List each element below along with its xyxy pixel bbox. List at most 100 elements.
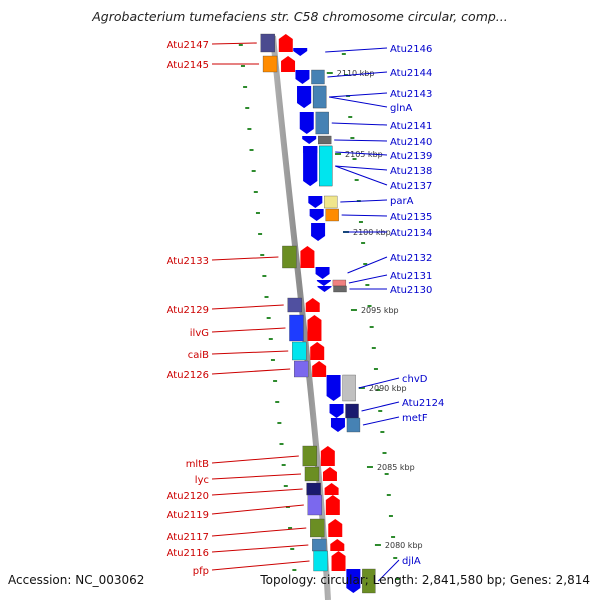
gene-label-leader bbox=[361, 401, 400, 412]
gene-arrow-left-strand bbox=[307, 315, 322, 341]
cog-category-box bbox=[313, 550, 328, 572]
gene-label-left: Atu2147 bbox=[167, 40, 209, 51]
tick-mark-left bbox=[292, 569, 297, 571]
gene-arrow-left-strand bbox=[328, 519, 343, 537]
gene-label-leader bbox=[348, 274, 388, 284]
gene-label-leader bbox=[358, 377, 400, 389]
gene-label-left: Atu2126 bbox=[167, 370, 209, 381]
tick-mark-right bbox=[348, 116, 353, 118]
gene-label-leader bbox=[211, 256, 279, 261]
tick-mark-left bbox=[279, 443, 284, 445]
kbp-tick bbox=[358, 387, 365, 389]
gene-arrow-left-strand bbox=[320, 446, 335, 466]
tick-mark-right bbox=[361, 242, 366, 244]
cog-category-box bbox=[319, 145, 333, 187]
tick-mark-right bbox=[373, 368, 378, 370]
gene-label-left: pfp bbox=[193, 566, 209, 577]
gene-label-right: Atu2130 bbox=[390, 285, 432, 296]
gene-label-leader bbox=[362, 416, 400, 426]
cog-category-box bbox=[306, 482, 321, 496]
gene-label-left: caiB bbox=[188, 350, 209, 361]
gene-arrow-right-strand bbox=[317, 286, 332, 292]
left-gene-labels: Atu2147Atu2145Atu2133Atu2129ilvGcaiBAtu2… bbox=[167, 40, 310, 577]
gene-label-leader bbox=[331, 122, 388, 126]
tick-mark-left bbox=[262, 275, 267, 277]
gene-label-right: djlA bbox=[402, 556, 421, 567]
gene-arrow-right-strand bbox=[315, 267, 330, 279]
cog-category-box bbox=[312, 85, 327, 109]
gene-arrow-left-strand bbox=[331, 551, 346, 571]
gene-arrow-left-strand bbox=[324, 483, 339, 495]
kbp-label: 2095 kbp bbox=[361, 306, 399, 315]
gene-label-left: Atu2133 bbox=[167, 256, 209, 267]
tick-mark-left bbox=[266, 317, 271, 319]
tick-mark-left bbox=[268, 338, 273, 340]
tick-mark-right bbox=[393, 557, 398, 559]
gene-arrow-left-strand bbox=[325, 495, 340, 515]
gene-arrow-right-strand bbox=[302, 136, 317, 144]
gene-label-leader bbox=[378, 559, 400, 582]
gene-label-right: metF bbox=[402, 413, 428, 424]
kbp-label: 2110 kbp bbox=[337, 69, 375, 78]
gene-label-right: Atu2140 bbox=[390, 137, 432, 148]
tick-mark-left bbox=[249, 149, 254, 151]
tick-mark-left bbox=[251, 170, 256, 172]
tick-mark-right bbox=[358, 221, 363, 223]
gene-label-leader bbox=[340, 199, 388, 203]
tick-mark-left bbox=[277, 422, 282, 424]
cog-category-box bbox=[346, 417, 361, 433]
cog-category-box bbox=[318, 135, 332, 145]
tick-mark-left bbox=[243, 86, 248, 88]
gene-label-left: Atu2116 bbox=[167, 548, 209, 559]
tick-mark-left bbox=[290, 548, 295, 550]
gene-arrow-right-strand bbox=[297, 86, 312, 108]
gene-label-leader bbox=[211, 455, 299, 464]
gene-label-leader bbox=[341, 214, 388, 217]
kbp-tick bbox=[350, 309, 357, 311]
tick-mark-right bbox=[386, 494, 391, 496]
gene-arrow-left-strand bbox=[305, 298, 320, 312]
cog-category-box bbox=[307, 494, 322, 516]
cog-category-box bbox=[362, 568, 376, 594]
cog-category-box bbox=[332, 279, 347, 287]
tick-mark-left bbox=[240, 65, 245, 67]
cog-category-box bbox=[287, 297, 302, 313]
tick-mark-right bbox=[391, 536, 396, 538]
gene-features bbox=[260, 33, 376, 594]
kbp-label: 2085 kbp bbox=[377, 463, 415, 472]
cog-category-box bbox=[311, 69, 325, 85]
kbp-label: 2090 kbp bbox=[369, 384, 407, 393]
gene-label-leader bbox=[347, 256, 388, 274]
tick-mark-left bbox=[238, 44, 243, 46]
gene-label-leader bbox=[211, 327, 286, 333]
kbp-tick bbox=[335, 153, 342, 155]
gene-arrow-left-strand bbox=[281, 56, 296, 72]
kbp-tick bbox=[374, 544, 381, 546]
gene-arrow-right-strand bbox=[299, 112, 314, 134]
tick-mark-left bbox=[253, 191, 258, 193]
accession-label: Accession: NC_003062 bbox=[8, 573, 145, 587]
tick-mark-right bbox=[363, 263, 368, 265]
gene-arrow-left-strand bbox=[300, 246, 315, 268]
gene-label-left: Atu2120 bbox=[167, 491, 209, 502]
cog-category-box bbox=[302, 445, 317, 467]
gene-label-left: Atu2129 bbox=[167, 305, 209, 316]
tick-mark-left bbox=[288, 527, 293, 529]
gene-label-right: parA bbox=[390, 196, 414, 207]
kbp-label: 2105 kbp bbox=[345, 150, 383, 159]
gene-label-leader bbox=[335, 151, 388, 156]
tick-mark-left bbox=[258, 233, 263, 235]
gene-arrow-left-strand bbox=[310, 342, 325, 360]
tick-mark-right bbox=[388, 515, 393, 517]
tick-mark-right bbox=[365, 284, 370, 286]
tick-mark-right bbox=[341, 53, 346, 55]
cog-category-box bbox=[260, 33, 275, 53]
gene-label-right: chvD bbox=[402, 374, 428, 385]
cog-category-box bbox=[289, 314, 304, 342]
cog-category-box bbox=[262, 55, 278, 73]
tick-mark-right bbox=[395, 578, 400, 580]
gene-label-right: glnA bbox=[390, 103, 412, 114]
gene-label-right: Atu2139 bbox=[390, 151, 432, 162]
gene-label-left: Atu2145 bbox=[167, 60, 209, 71]
gene-label-leader bbox=[211, 544, 309, 553]
